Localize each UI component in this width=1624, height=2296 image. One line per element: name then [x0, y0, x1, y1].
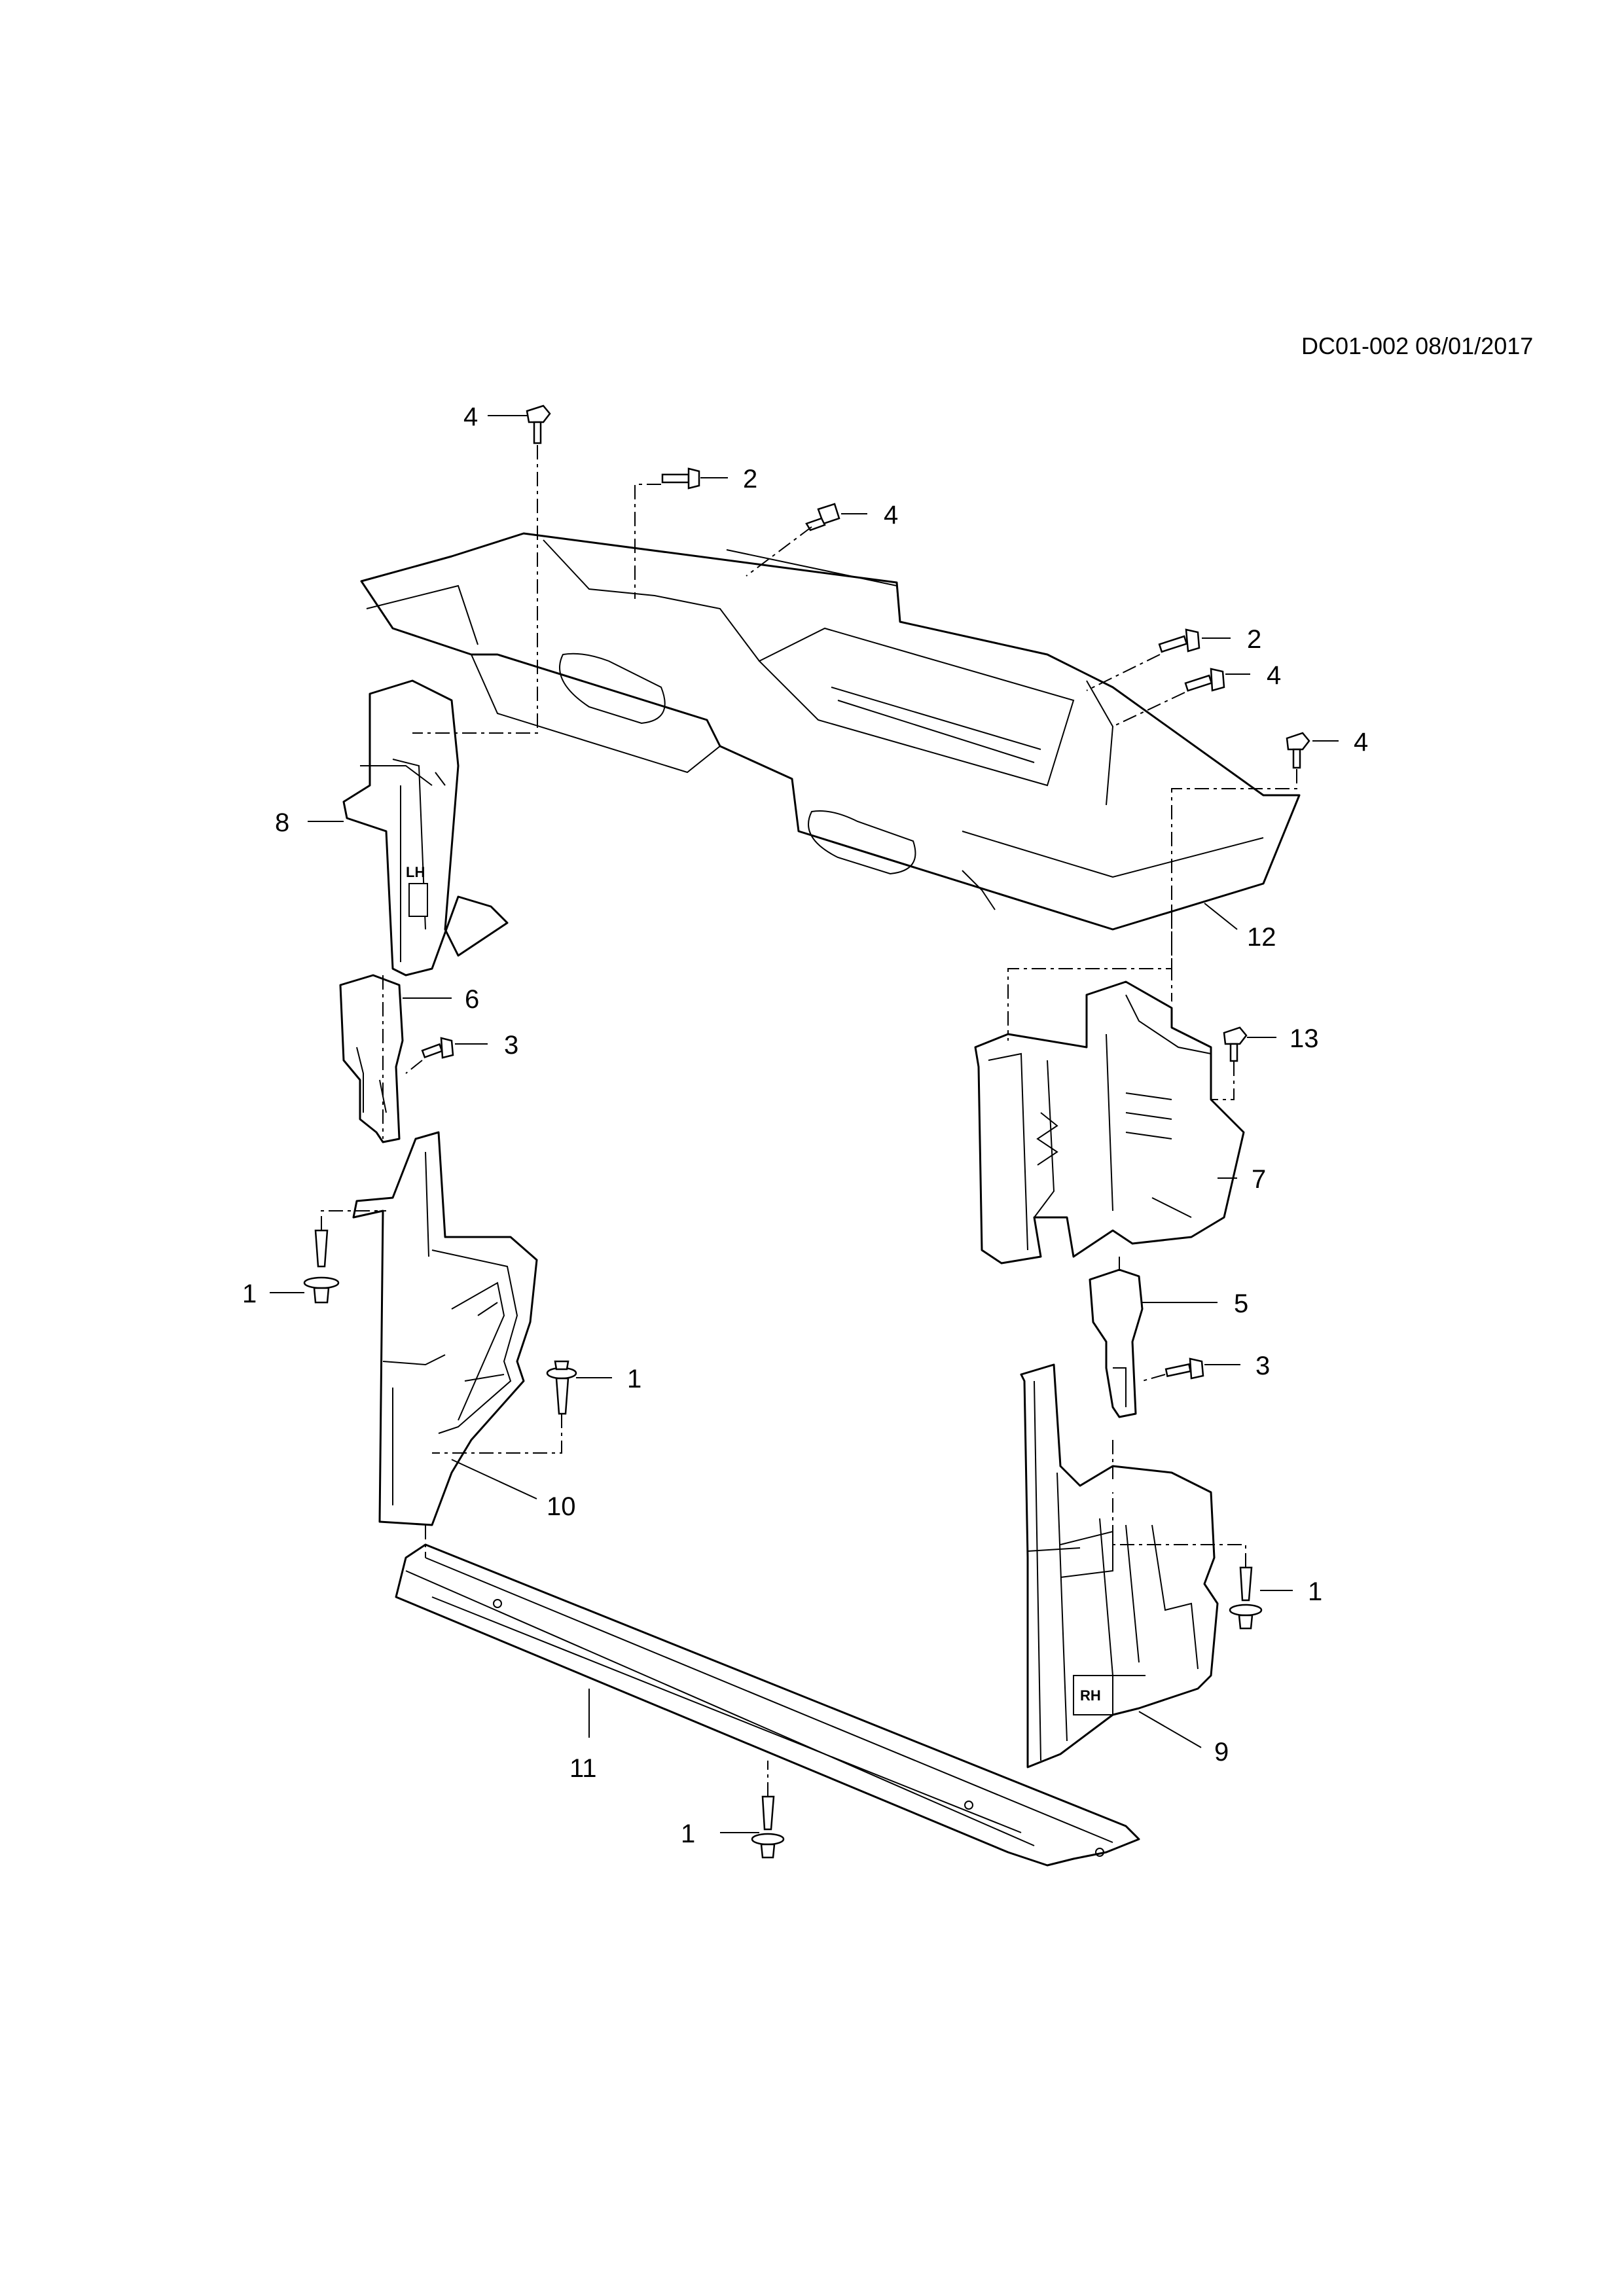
bolt-icon [1158, 628, 1200, 653]
bolt-icon [421, 1037, 454, 1059]
bolt-icon [661, 467, 700, 490]
callout-9: 9 [1214, 1738, 1229, 1767]
push-clip-icon [303, 1229, 340, 1304]
callout-8: 8 [275, 808, 289, 837]
rh-side-mark: RH [1080, 1687, 1101, 1704]
callout-4-far-right: 4 [1354, 728, 1368, 757]
callout-leader-lines [270, 415, 1339, 1833]
bolt-icon [1164, 1357, 1204, 1380]
callout-labels: 4 2 4 2 4 4 8 12 6 3 13 7 1 1 5 3 10 1 1… [242, 403, 1368, 1848]
callout-1-left: 1 [242, 1280, 257, 1308]
assembly-phantom-lines [321, 445, 1297, 1797]
upper-air-deflector-part-12 [360, 532, 1301, 931]
callout-12: 12 [1247, 923, 1276, 952]
document-id-date: DC01-002 08/01/2017 [1301, 332, 1534, 359]
lh-lower-side-baffle-part-10 [352, 1131, 538, 1526]
rh-lower-side-baffle-part-9: RH [1020, 1363, 1219, 1768]
callout-3-left: 3 [504, 1031, 518, 1060]
callout-6: 6 [465, 985, 479, 1014]
callout-10: 10 [547, 1492, 576, 1521]
bolt-icon [805, 503, 840, 531]
rh-upper-side-guide-part-7 [974, 980, 1245, 1265]
callout-4-right: 4 [1267, 661, 1281, 690]
callout-1-right: 1 [1308, 1577, 1322, 1606]
push-clip-icon [1229, 1566, 1263, 1630]
callout-2-top: 2 [743, 465, 757, 493]
callout-11: 11 [569, 1754, 597, 1783]
rh-bracket-part-5 [1089, 1268, 1144, 1418]
fasteners [303, 404, 1310, 1859]
callout-4-upper: 4 [884, 501, 898, 529]
bolt-icon [1223, 1026, 1248, 1062]
callout-13: 13 [1290, 1024, 1319, 1053]
lh-side-mark: LH [406, 864, 425, 880]
callout-1-bottom: 1 [681, 1820, 695, 1848]
bolt-icon [526, 404, 551, 444]
push-clip-icon [751, 1795, 785, 1859]
callout-7: 7 [1252, 1165, 1266, 1194]
bolt-icon [1184, 668, 1225, 692]
callout-4-top: 4 [463, 403, 478, 431]
callout-5: 5 [1234, 1289, 1248, 1318]
lh-upper-side-guide-part-8: LH [342, 679, 509, 977]
lower-air-deflector-part-11 [395, 1543, 1140, 1867]
callout-1-mid: 1 [627, 1365, 641, 1393]
bolt-icon [1286, 732, 1310, 769]
callout-3-right: 3 [1255, 1352, 1270, 1380]
callout-2-right: 2 [1247, 625, 1261, 654]
lh-bracket-part-6 [339, 974, 404, 1143]
push-clip-icon [546, 1360, 577, 1415]
